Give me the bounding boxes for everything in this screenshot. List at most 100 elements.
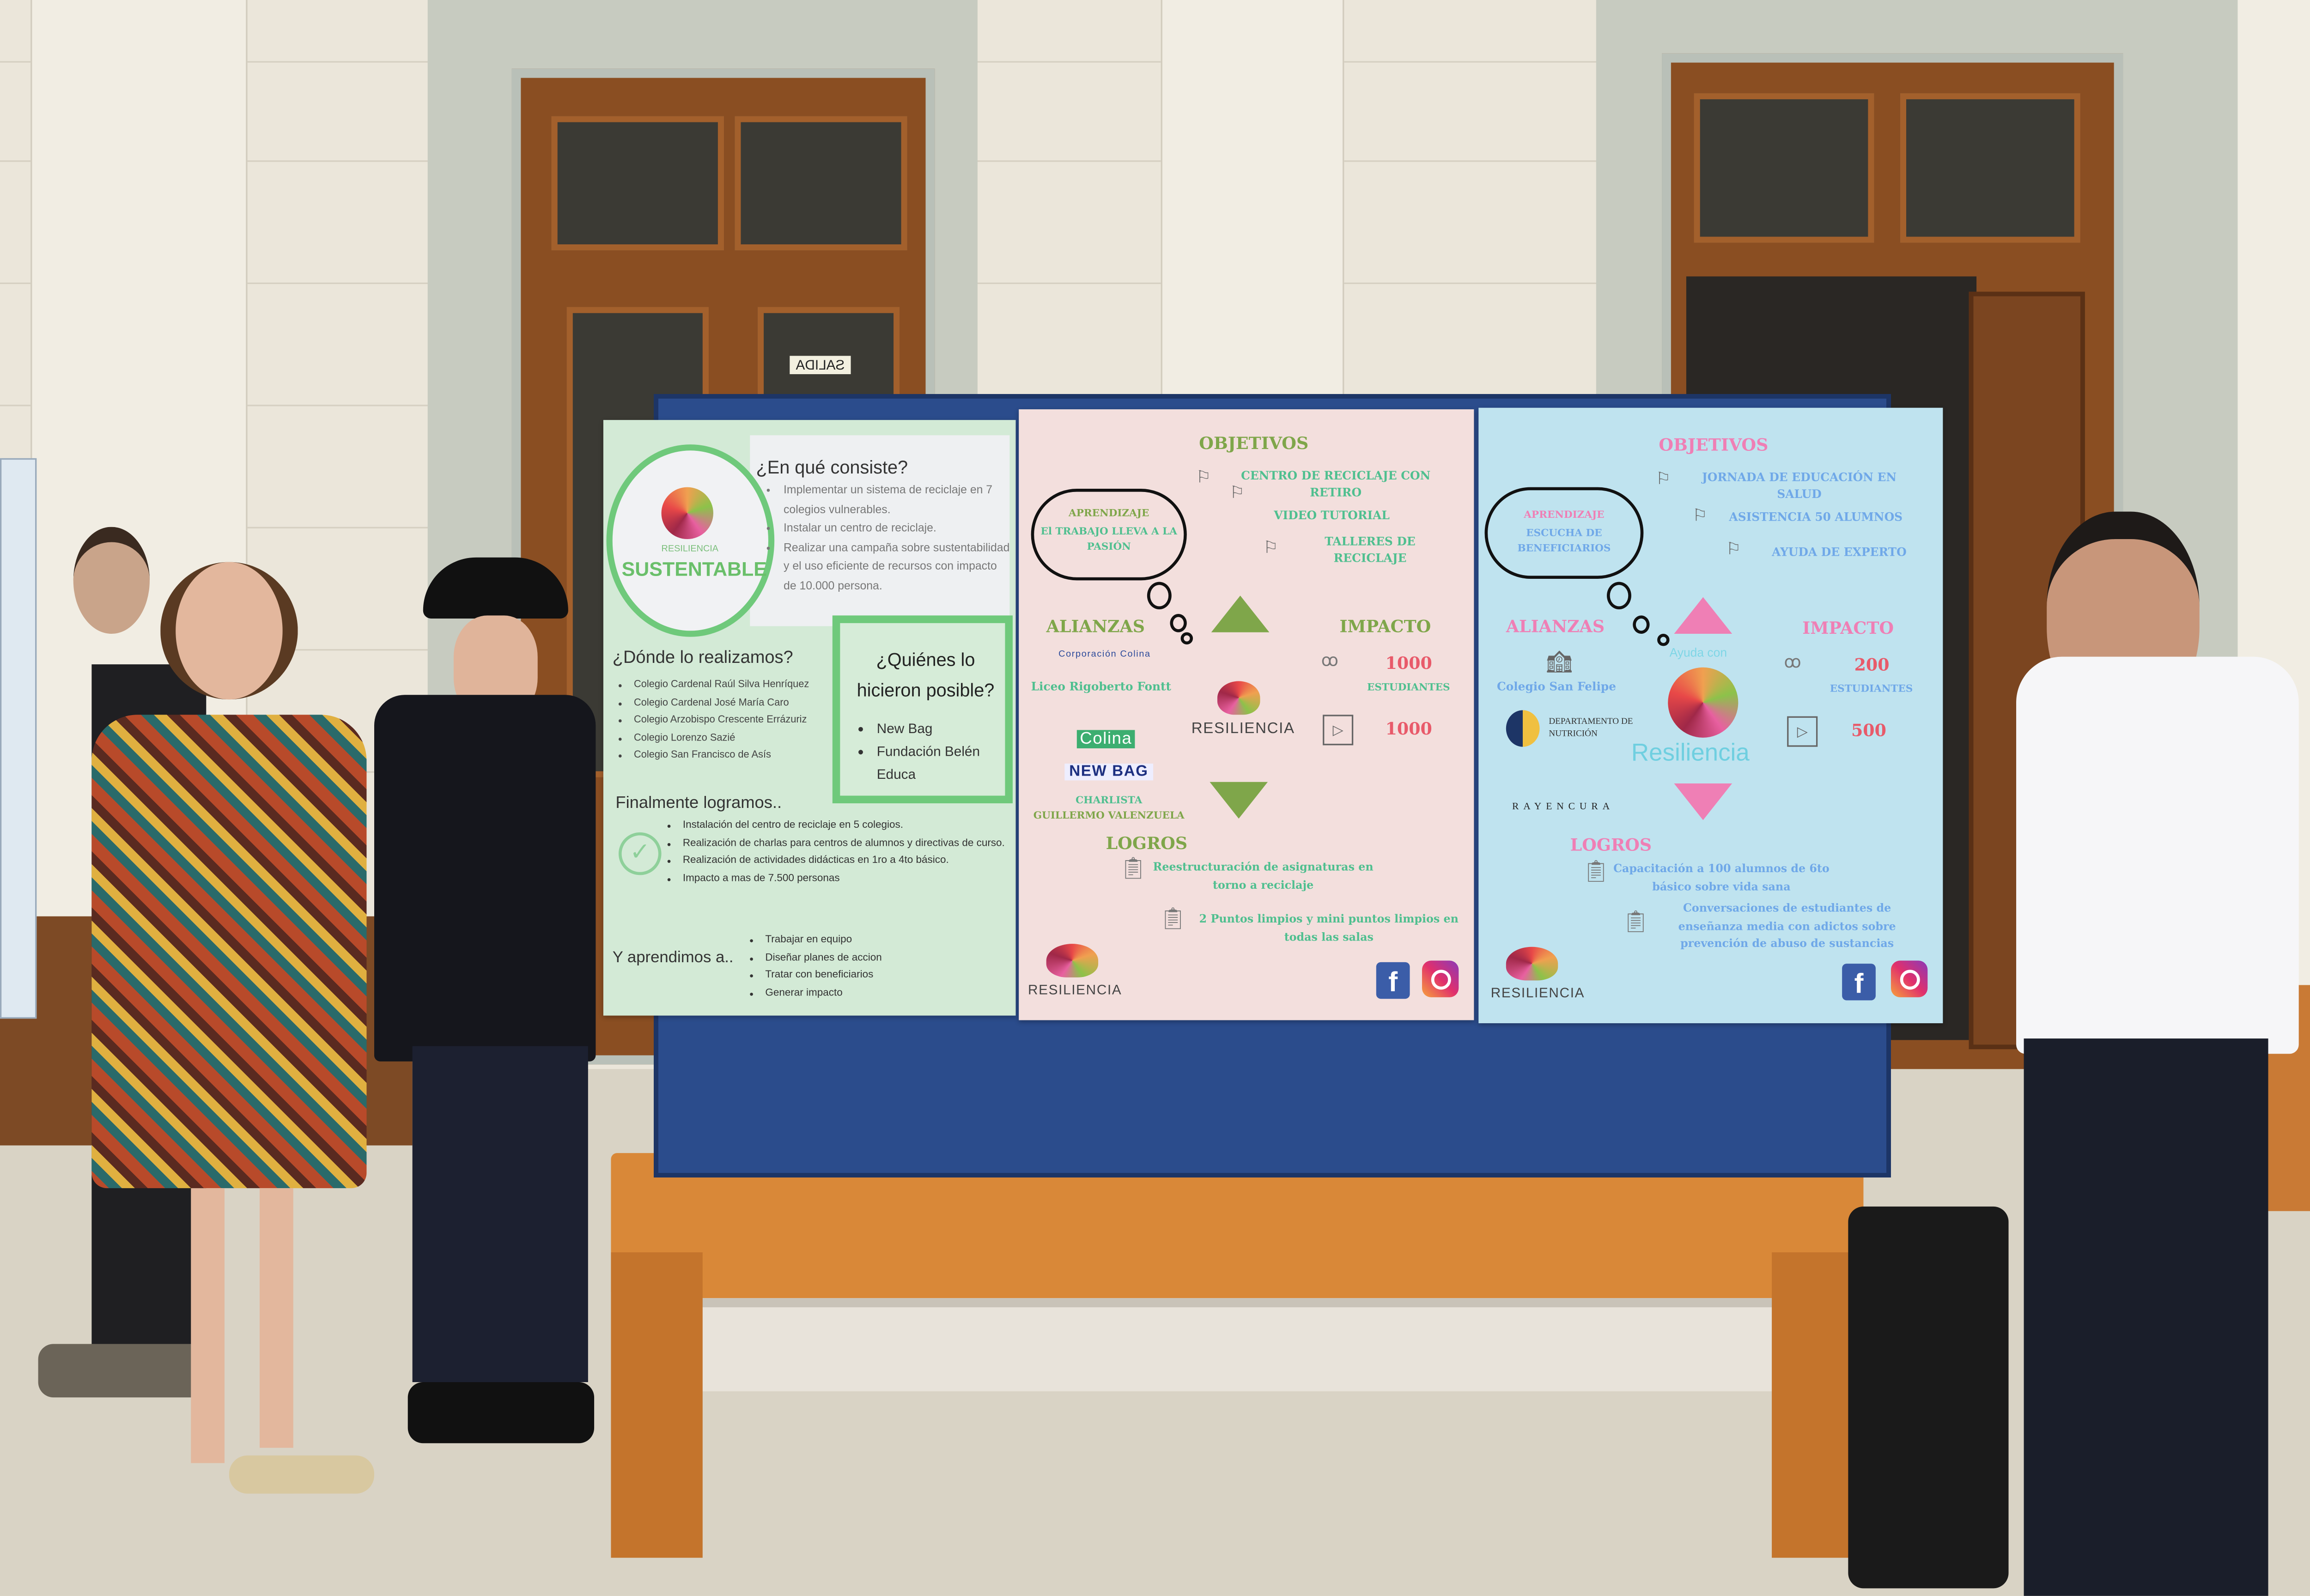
objetivo-item: AYUDA DE EXPERTO — [1772, 545, 1907, 559]
impacto-views-value: 500 — [1851, 721, 1886, 741]
list-item: Colegio Cardenal José María Caro — [634, 694, 809, 712]
thought-bubble — [1180, 632, 1193, 645]
objetivo-item: JORNADA DE EDUCACIÓN EN SALUD — [1702, 470, 1897, 501]
quienes-box: ¿Quiénes lo hicieron posible? New Bag Fu… — [832, 615, 1013, 804]
triangle-up-icon — [1674, 597, 1732, 634]
facebook-icon: f — [1842, 964, 1876, 1001]
quienes-title: ¿Quiénes lo hicieron posible? — [857, 649, 995, 701]
list-item: Colegio San Francisco de Asís — [634, 747, 809, 765]
nutrition-dept-seal-icon — [1506, 710, 1540, 747]
logro-item: 2 Puntos limpios y mini puntos limpios e… — [1199, 911, 1459, 943]
video-play-icon: ▷ — [1787, 716, 1818, 747]
video-play-icon: ▷ — [1323, 715, 1354, 746]
list-item: Colegio Lorenzo Sazié — [634, 729, 809, 747]
impacto-students-label: ESTUDIANTES — [1367, 681, 1450, 693]
center-caption: Ayuda con — [1669, 646, 1727, 660]
aprendimos-title: Y aprendimos a.. — [612, 948, 734, 967]
partner-rayencura: RAYENCURA — [1512, 801, 1615, 813]
door-window — [551, 116, 724, 251]
person-boy-hat — [374, 557, 600, 1474]
list-item: Instalar un centro de reciclaje. — [784, 519, 1013, 538]
thought-bubble — [1147, 582, 1172, 610]
list-item: Realizar una campaña sobre sustentabilid… — [784, 538, 1013, 595]
poster-resiliencia-sustentable: RESILIENCIA SUSTENTABLE ¿En qué consiste… — [603, 420, 1016, 1016]
list-item: Colegio Arzobispo Crescente Errázuriz — [634, 712, 809, 729]
objetivos-title: OBJETIVOS — [1199, 433, 1309, 454]
impacto-students-value: 1000 — [1385, 654, 1432, 674]
list-item: Realización de charlas para centros de a… — [683, 835, 1016, 852]
triangle-down-icon — [1674, 783, 1732, 820]
wall-line — [0, 160, 2310, 162]
triangle-down-icon — [1210, 782, 1268, 819]
thought-cloud: APRENDIZAJE El TRABAJO LLEVA A LA PASIÓN — [1031, 488, 1187, 581]
objetivo-item: VIDEO TUTORIAL — [1274, 508, 1390, 522]
list-item: Realización de actividades didácticas en… — [683, 852, 1016, 870]
poster-salud: OBJETIVOS ⚐ ⚐ ⚐ JORNADA DE EDUCACIÓN EN … — [1478, 407, 1943, 1024]
list-item: Impacto a mas de 7.500 personas — [683, 870, 1016, 887]
logramos-title: Finalmente logramos.. — [615, 794, 782, 813]
instagram-icon — [1422, 960, 1459, 997]
resiliencia-logo-icon — [1668, 667, 1739, 738]
triangle-up-icon — [1211, 595, 1270, 632]
alianzas-title: ALIANZAS — [1506, 617, 1605, 637]
bench-leg — [611, 1252, 703, 1558]
list-item: Generar impacto — [765, 984, 881, 1002]
list-item: Trabajar en equipo — [765, 932, 881, 949]
objetivo-item: ASISTENCIA 50 ALUMNOS — [1729, 510, 1903, 524]
instagram-icon — [1891, 960, 1928, 997]
clipboard-icon: 📋︎ — [1119, 855, 1147, 880]
clipboard-icon: 📋︎ — [1582, 858, 1610, 883]
partner-colegio: Colegio San Felipe — [1496, 680, 1617, 693]
resiliencia-logo-icon — [661, 487, 713, 540]
partner-logo-new-bag: NEW BAG — [1064, 764, 1153, 781]
thought-cloud: APRENDIZAJE ESCUCHA DE BENEFICIARIOS — [1484, 487, 1644, 579]
school-icon: 🏫︎ — [1545, 649, 1573, 674]
impacto-students-label: ESTUDIANTES — [1830, 682, 1913, 695]
list-item: Colegio Cardenal Raúl Silva Henríquez — [634, 677, 809, 694]
center-logo-text: RESILIENCIA — [1191, 721, 1295, 738]
poster-panel — [750, 435, 1010, 626]
quienes-list: New Bag Fundación Belén Educa — [862, 718, 1007, 787]
list-item: Instalación del centro de reciclaje en 5… — [683, 817, 1016, 835]
poster-reciclaje: OBJETIVOS ⚐ ⚐ ⚐ CENTRO DE RECICLAJE CON … — [1019, 409, 1474, 1020]
list-item: Fundación Belén Educa — [877, 740, 1007, 786]
list-item: Diseñar planes de accion — [765, 949, 881, 967]
cloud-text: El TRABAJO LLEVA A LA PASIÓN — [1040, 525, 1177, 553]
logo-small-text: RESILIENCIA — [661, 545, 719, 555]
bench-rail — [695, 1298, 1780, 1391]
impacto-students-value: 200 — [1854, 655, 1890, 675]
logros-title: LOGROS — [1570, 835, 1652, 856]
list-item: Tratar con beneficiarios — [765, 967, 881, 984]
person-man-white-shirt — [1986, 511, 2306, 1596]
partner-charlista-name: GUILLERMO VALENZUELA — [1033, 809, 1185, 822]
exit-sign: SALIDA — [790, 356, 851, 374]
clipboard-icon: 📋︎ — [1159, 905, 1187, 930]
objetivos-title: OBJETIVOS — [1659, 435, 1769, 455]
people-icon: ꝏ — [1784, 654, 1801, 672]
wall-line — [0, 282, 2310, 284]
logro-item: Conversaciones de estudiantes de enseñan… — [1678, 901, 1896, 950]
resiliencia-logo-icon — [1506, 947, 1558, 981]
list-item: Implementar un sistema de reciclaje en 7… — [784, 481, 1013, 519]
door-window — [735, 116, 907, 251]
logo-big-text: SUSTENTABLE — [621, 557, 767, 581]
people-icon: ꝏ — [1321, 652, 1338, 671]
resiliencia-logo-icon — [1046, 944, 1099, 977]
list-item: New Bag — [877, 718, 1007, 741]
partner-charlista-label: CHARLISTA — [1076, 794, 1143, 807]
impacto-title: IMPACTO — [1802, 618, 1894, 638]
door-window — [1900, 93, 2080, 243]
door-window — [1694, 93, 1874, 243]
footer-logo-text: RESILIENCIA — [1028, 982, 1122, 997]
impacto-views-value: 1000 — [1385, 719, 1432, 740]
impacto-title: IMPACTO — [1339, 617, 1431, 637]
thought-bubble — [1607, 582, 1631, 610]
center-logo-text: Resiliencia — [1631, 740, 1750, 767]
partner-logo-colina: Colina — [1076, 730, 1136, 748]
logo-circle: RESILIENCIA SUSTENTABLE — [606, 444, 775, 637]
partner-logo-corporacion-colina: Corporación Colina — [1058, 650, 1151, 660]
flag-icon: ⚐ — [1229, 484, 1245, 503]
clipboard-icon: 📋︎ — [1622, 909, 1649, 934]
side-poster — [0, 458, 37, 1019]
